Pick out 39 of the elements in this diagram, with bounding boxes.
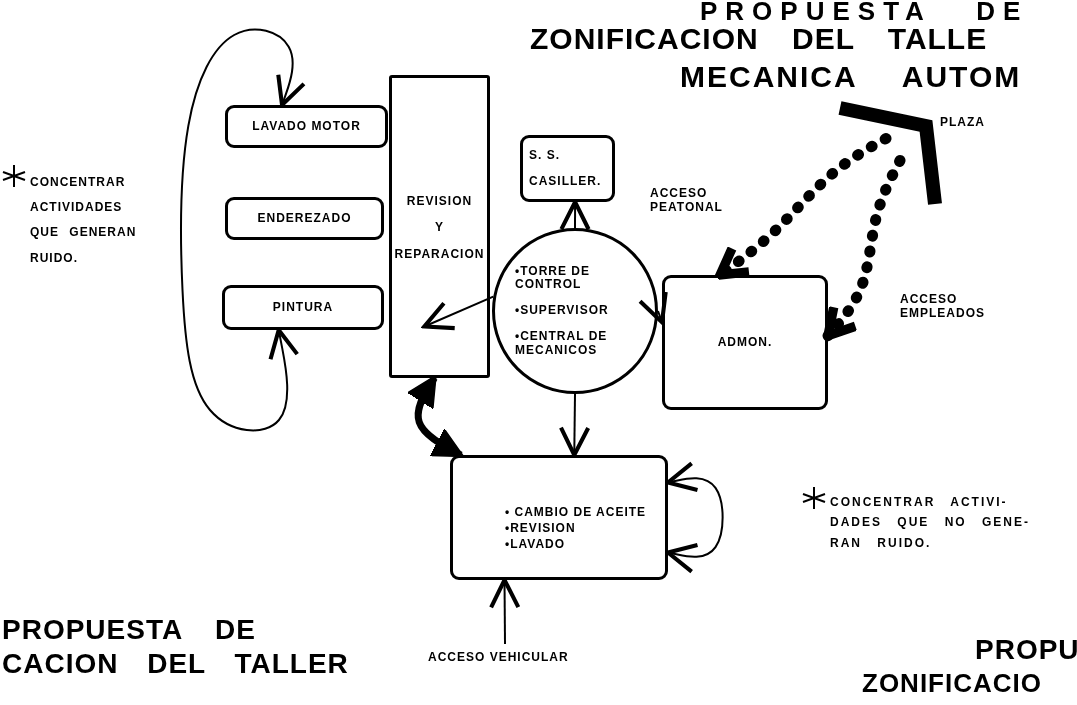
activity-item: • CAMBIO DE ACEITE: [505, 506, 647, 520]
flow-arrow: [665, 461, 724, 574]
zone-label: ENDEREZADO: [257, 211, 352, 226]
zone-label: ADMON.: [717, 335, 773, 350]
zone-label: CASILLER.: [529, 174, 602, 189]
note-text: CONCENTRAR ACTIVIDADES QUE GENERAN RUIDO.: [30, 174, 138, 267]
zone-box: [222, 285, 384, 330]
flow-arrow: [559, 199, 591, 232]
zone-box: [225, 197, 384, 240]
flow-arrow: [180, 28, 306, 432]
flow-arrow: [558, 393, 591, 458]
zone-box: [520, 135, 615, 202]
title-text: ZONIFICACION DEL TALLE: [530, 24, 988, 54]
role-item: •SUPERVISOR: [515, 304, 610, 318]
role-item: •TORRE DE CONTROL: [515, 264, 591, 293]
zone-box: [450, 455, 668, 580]
title-text: ZONIFICACIO: [862, 670, 1042, 696]
title-text: PROPUESTA DE: [2, 616, 256, 644]
role-item: •CENTRAL DE MECANICOS: [515, 329, 609, 358]
zone-label: REVISION Y REPARACION: [393, 193, 486, 263]
zone-box: [225, 105, 388, 148]
zone-label: S. S.: [529, 148, 560, 163]
zone-label: LAVADO MOTOR: [252, 119, 361, 134]
title-text: PROPU: [975, 636, 1077, 664]
flow-arrow: [638, 290, 668, 325]
title-text: PROPUESTA DE: [700, 0, 1029, 24]
footstep-path: [714, 133, 892, 281]
activity-item: •LAVADO: [505, 537, 566, 552]
flow-arrow: [489, 577, 521, 645]
zone-box: [389, 75, 490, 378]
title-text: MECANICA AUTOM: [680, 62, 1022, 92]
flow-arrow: [422, 295, 495, 331]
zone-box: [662, 275, 828, 410]
footstep-path: [822, 155, 906, 342]
place-label: PLAZA: [940, 116, 985, 130]
note-text: CONCENTRAR ACTIVI- DADES QUE NO GENE- RAN RUIDO.: [830, 494, 1031, 552]
zone-label: PINTURA: [272, 300, 334, 315]
title-text: CACION DEL TALLER: [2, 650, 349, 678]
activity-item: •REVISION: [505, 521, 576, 536]
